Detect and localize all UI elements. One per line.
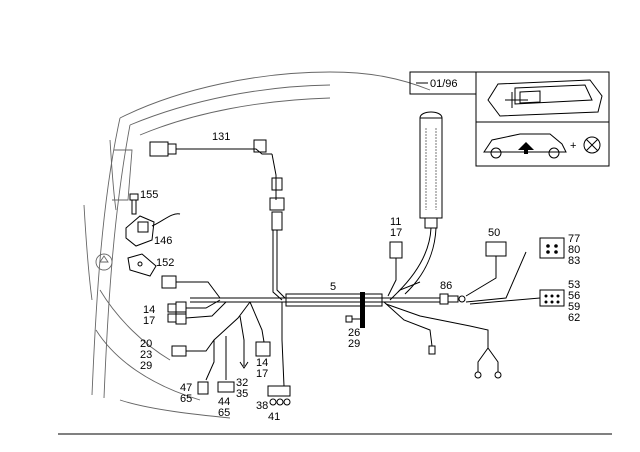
callout-29: 29 [140,360,152,372]
callout-65: 65 [180,393,192,405]
callout-83: 83 [568,255,580,267]
tall-sensor-component [397,111,443,295]
plus-sign: + [570,140,576,152]
callout-29-b: 29 [348,338,360,350]
branch-26-29 [345,315,362,323]
date-code-label: 01/96 [430,78,458,90]
car-side-view-inset: + [475,121,610,167]
callout-86: 86 [440,280,452,292]
branch-11-17 [387,241,403,297]
callout-17-b: 17 [256,368,268,380]
callout-146: 146 [154,235,172,247]
callout-80: 80 [568,244,580,256]
date-code-box: 01/96 [409,71,477,95]
callout-77: 77 [568,233,580,245]
callout-152: 152 [156,257,174,269]
car-top-view-inset [475,71,610,123]
harness-label-5: 5 [330,281,336,293]
callout-50: 50 [488,227,500,239]
callout-17-c: 17 [390,227,402,239]
callout-62: 62 [568,312,580,324]
car-front-outline [83,71,431,419]
branch-131 [149,139,286,301]
callout-11: 11 [390,216,401,228]
right-side-connectors [465,237,565,307]
callout-38: 38 [256,400,268,412]
callout-14: 14 [143,304,155,316]
callout-44: 44 [218,396,230,408]
callout-labels: 131 155 146 152 14 17 20 23 29 47 65 44 … [140,131,580,423]
callout-47: 47 [180,382,192,394]
right-lower-branches [383,281,502,379]
left-branch-connectors [161,275,291,406]
callout-41: 41 [268,411,280,423]
arrow-up-icon [518,142,534,150]
callout-53: 53 [568,279,580,291]
callout-26: 26 [348,327,360,339]
callout-35: 35 [236,388,248,400]
tool-icon [583,136,601,154]
callout-59: 59 [568,301,580,313]
callout-23: 23 [140,349,152,361]
callout-155: 155 [140,189,158,201]
callout-14-b: 14 [256,357,268,369]
callout-56: 56 [568,290,580,302]
callout-65-b: 65 [218,407,230,419]
callout-17: 17 [143,315,155,327]
callout-32: 32 [236,377,248,389]
left-components [125,193,181,277]
callout-20: 20 [140,338,152,350]
callout-131: 131 [212,131,230,143]
main-harness: 5 [190,281,466,328]
